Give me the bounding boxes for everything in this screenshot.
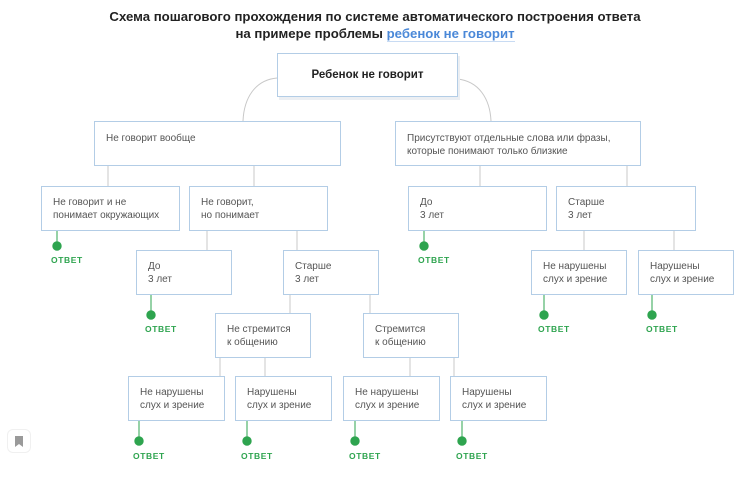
node-seeking-contact[interactable]: Стремится к общению (363, 313, 459, 358)
title-line-1: Схема пошагового прохождения по системе … (109, 9, 641, 24)
answer-dot (419, 241, 429, 251)
answer-label[interactable]: ОТВЕТ (51, 255, 83, 265)
answer-dot (350, 436, 360, 446)
curve-right (456, 78, 492, 122)
answer-label[interactable]: ОТВЕТ (538, 324, 570, 334)
title-line-2: на примере проблемы ребенок не говорит (0, 25, 750, 42)
answer-label[interactable]: ОТВЕТ (349, 451, 381, 461)
answer-label[interactable]: ОТВЕТ (456, 451, 488, 461)
node-separate-words[interactable]: Присутствуют отдельные слова или фразы, … (395, 121, 641, 166)
title-highlight-link[interactable]: ребенок не говорит (386, 26, 515, 42)
node-nsc-hearing-intact[interactable]: Не нарушены слух и зрение (128, 376, 225, 421)
answer-label[interactable]: ОТВЕТ (145, 324, 177, 334)
answer-dot (52, 241, 62, 251)
node-nsc-hearing-impaired[interactable]: Нарушены слух и зрение (235, 376, 332, 421)
answer-label[interactable]: ОТВЕТ (133, 451, 165, 461)
node-sc-hearing-impaired[interactable]: Нарушены слух и зрение (450, 376, 547, 421)
node-under-3-left[interactable]: До 3 лет (136, 250, 232, 295)
node-sc-hearing-intact[interactable]: Не нарушены слух и зрение (343, 376, 440, 421)
title-line-2-prefix: на примере проблемы (235, 26, 387, 41)
node-not-seeking-contact[interactable]: Не стремится к общению (215, 313, 311, 358)
bookmark-icon (15, 435, 23, 447)
answer-label[interactable]: ОТВЕТ (646, 324, 678, 334)
answer-dot (242, 436, 252, 446)
node-over-3-left[interactable]: Старше 3 лет (283, 250, 379, 295)
answer-dot (539, 310, 549, 320)
answer-label[interactable]: ОТВЕТ (418, 255, 450, 265)
diagram-title: Схема пошагового прохождения по системе … (0, 8, 750, 42)
bookmark-button[interactable] (7, 429, 31, 453)
answer-dot (647, 310, 657, 320)
answer-label[interactable]: ОТВЕТ (241, 451, 273, 461)
node-no-speech-no-understanding[interactable]: Не говорит и не понимает окружающих (41, 186, 180, 231)
answer-dot (457, 436, 467, 446)
node-no-speech-understands[interactable]: Не говорит, но понимает (189, 186, 328, 231)
node-over-3-right[interactable]: Старше 3 лет (556, 186, 696, 231)
node-under-3-right[interactable]: До 3 лет (408, 186, 547, 231)
node-root[interactable]: Ребенок не говорит (277, 53, 458, 97)
node-not-speaking-at-all[interactable]: Не говорит вообще (94, 121, 341, 166)
curve-left (242, 77, 278, 122)
node-right-hearing-impaired[interactable]: Нарушены слух и зрение (638, 250, 734, 295)
answer-dot (134, 436, 144, 446)
answer-dot (146, 310, 156, 320)
node-right-hearing-intact[interactable]: Не нарушены слух и зрение (531, 250, 627, 295)
